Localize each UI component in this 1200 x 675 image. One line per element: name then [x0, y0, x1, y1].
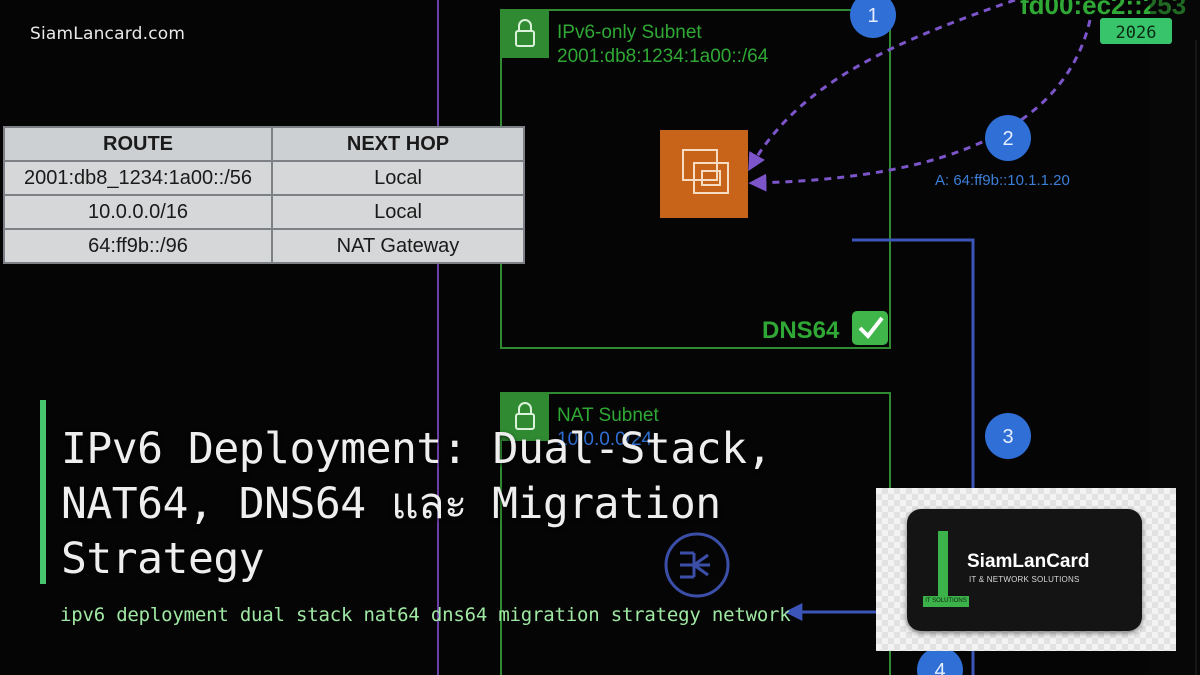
logo-bar-icon — [938, 531, 948, 599]
lock-icon — [501, 393, 549, 441]
lock-icon — [501, 10, 549, 58]
logo-badge: IT SOLUTIONS SiamLanCard IT & NETWORK SO… — [907, 509, 1142, 631]
route-cell: 64:ff9b::/96 — [3, 228, 273, 264]
siamlancard-logo-card: IT SOLUTIONS SiamLanCard IT & NETWORK SO… — [876, 488, 1176, 651]
dns-answer-text: A: 64:ff9b::10.1.1.20 — [935, 172, 1070, 189]
check-icon — [852, 311, 888, 345]
headline-title-line-1: IPv6 Deployment: Dual-Stack, — [61, 424, 772, 474]
dns-answer-flow — [748, 19, 1092, 192]
headline-subtitle: ipv6 deployment dual stack nat64 dns64 m… — [60, 604, 791, 626]
step-badge-3: 3 — [985, 413, 1031, 459]
site-brand[interactable]: SiamLancard.com — [30, 24, 186, 44]
nat-subnet-label: NAT Subnet — [557, 405, 659, 426]
logo-tagline: IT & NETWORK SOLUTIONS — [969, 575, 1080, 584]
headline-block: IPv6 Deployment: Dual-Stack, NAT64, DNS6… — [40, 400, 800, 584]
route-cell: 10.0.0.0/16 — [3, 194, 273, 230]
svg-text:2: 2 — [1002, 128, 1013, 150]
step-badge-1: 1 — [850, 0, 896, 38]
route-header: ROUTE — [3, 126, 273, 162]
dns-query-flow — [748, 0, 1016, 172]
ipv6-subnet-label: IPv6-only Subnet — [557, 22, 702, 43]
headline-title-line-3: Strategy — [61, 534, 265, 584]
endpoint-label: fd00:ec2::253 — [1020, 0, 1186, 20]
svg-text:1: 1 — [867, 5, 878, 27]
step-badge-2: 2 — [985, 115, 1031, 161]
year-badge: 2026 — [1100, 18, 1172, 44]
logo-name: SiamLanCard — [967, 551, 1090, 572]
headline-title-line-2: NAT64, DNS64 และ Migration — [61, 479, 721, 529]
ipv6-subnet-cidr: 2001:db8:1234:1a00::/64 — [557, 46, 769, 67]
next-hop-cell: Local — [271, 194, 525, 230]
nat-subnet-cidr: 10.0.0.0/24 — [557, 429, 653, 450]
svg-text:3: 3 — [1002, 426, 1013, 448]
svg-text:4: 4 — [934, 660, 945, 675]
table-row: 64:ff9b::/96 NAT Gateway — [3, 228, 525, 264]
route-table-header: ROUTE NEXT HOP — [3, 126, 525, 162]
logo-tag: IT SOLUTIONS — [923, 596, 969, 607]
route-cell: 2001:db8_1234:1a00::/56 — [3, 160, 273, 196]
ec2-instance-icon — [660, 130, 748, 218]
route-table: ROUTE NEXT HOP 2001:db8_1234:1a00::/56 L… — [3, 126, 525, 264]
nat-gateway-icon — [664, 532, 730, 598]
next-hop-header: NEXT HOP — [271, 126, 525, 162]
next-hop-cell: Local — [271, 160, 525, 196]
next-hop-cell: NAT Gateway — [271, 228, 525, 264]
ipv6-only-subnet: IPv6-only Subnet 2001:db8:1234:1a00::/64… — [500, 9, 891, 349]
table-row: 2001:db8_1234:1a00::/56 Local — [3, 160, 525, 196]
step-badge-4: 4 — [917, 647, 963, 675]
dns64-label: DNS64 — [762, 317, 840, 344]
table-row: 10.0.0.0/16 Local — [3, 194, 525, 230]
